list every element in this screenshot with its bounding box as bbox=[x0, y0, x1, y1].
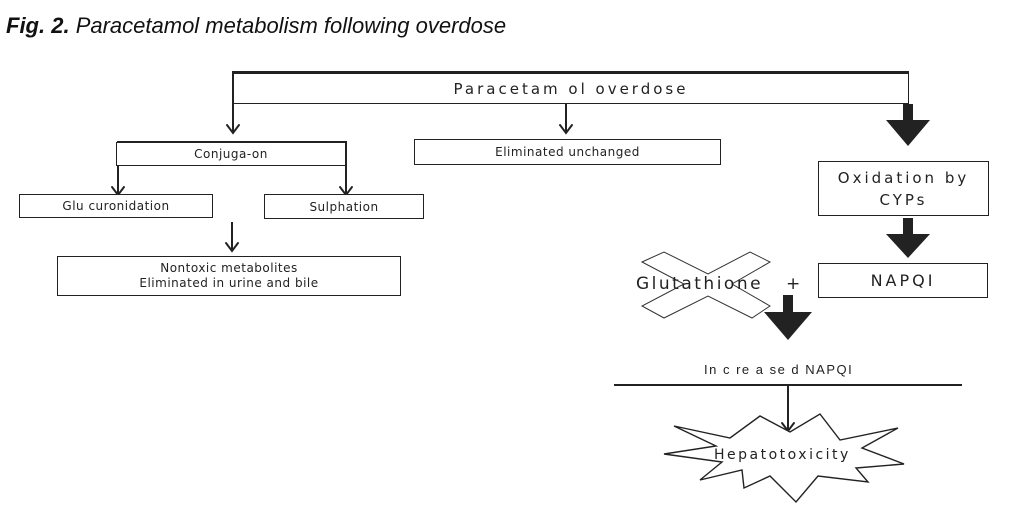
hepatotoxicity-label: Hepatotoxicity bbox=[714, 447, 851, 463]
oxidation-box: Oxidation by CYPs bbox=[818, 161, 989, 216]
hepatotoxicity-starburst bbox=[663, 413, 905, 504]
figure-label: Fig. 2. bbox=[6, 13, 70, 38]
thick-arrow-increased bbox=[764, 295, 812, 340]
increased-napqi-label: In c re a se d NAPQI bbox=[704, 362, 854, 377]
plus-sign: + bbox=[786, 274, 801, 294]
figure-title: Paracetamol metabolism following overdos… bbox=[75, 13, 507, 38]
glutathione-label: Glutathione bbox=[636, 274, 764, 294]
oxidation-line2: CYPs bbox=[879, 190, 928, 209]
conjugation-box: Conjuga-on bbox=[116, 142, 346, 166]
arrow-head-conjugation bbox=[226, 124, 240, 135]
overdose-box: Paracetam ol overdose bbox=[233, 73, 909, 104]
glutathione-cross-out bbox=[640, 251, 772, 319]
arrow-head-nontoxic bbox=[225, 242, 239, 253]
nontoxic-metabolites-box: Nontoxic metabolites Eliminated in urine… bbox=[57, 256, 401, 296]
eliminated-unchanged-box: Eliminated unchanged bbox=[414, 139, 721, 165]
sulphation-box: Sulphation bbox=[264, 194, 424, 219]
oxidation-line1: Oxidation by bbox=[837, 168, 970, 187]
napqi-box: NAPQI bbox=[818, 263, 988, 298]
figure-caption: Fig. 2. Paracetamol metabolism following… bbox=[6, 13, 506, 39]
nontoxic-line2: Eliminated in urine and bile bbox=[139, 276, 319, 290]
arrow-head-eliminated bbox=[559, 124, 573, 135]
thick-arrow-napqi bbox=[886, 218, 930, 258]
glucuronidation-box: Glu curonidation bbox=[19, 194, 213, 218]
nontoxic-line1: Nontoxic metabolites bbox=[160, 261, 298, 275]
thick-arrow-oxidation bbox=[886, 104, 930, 146]
